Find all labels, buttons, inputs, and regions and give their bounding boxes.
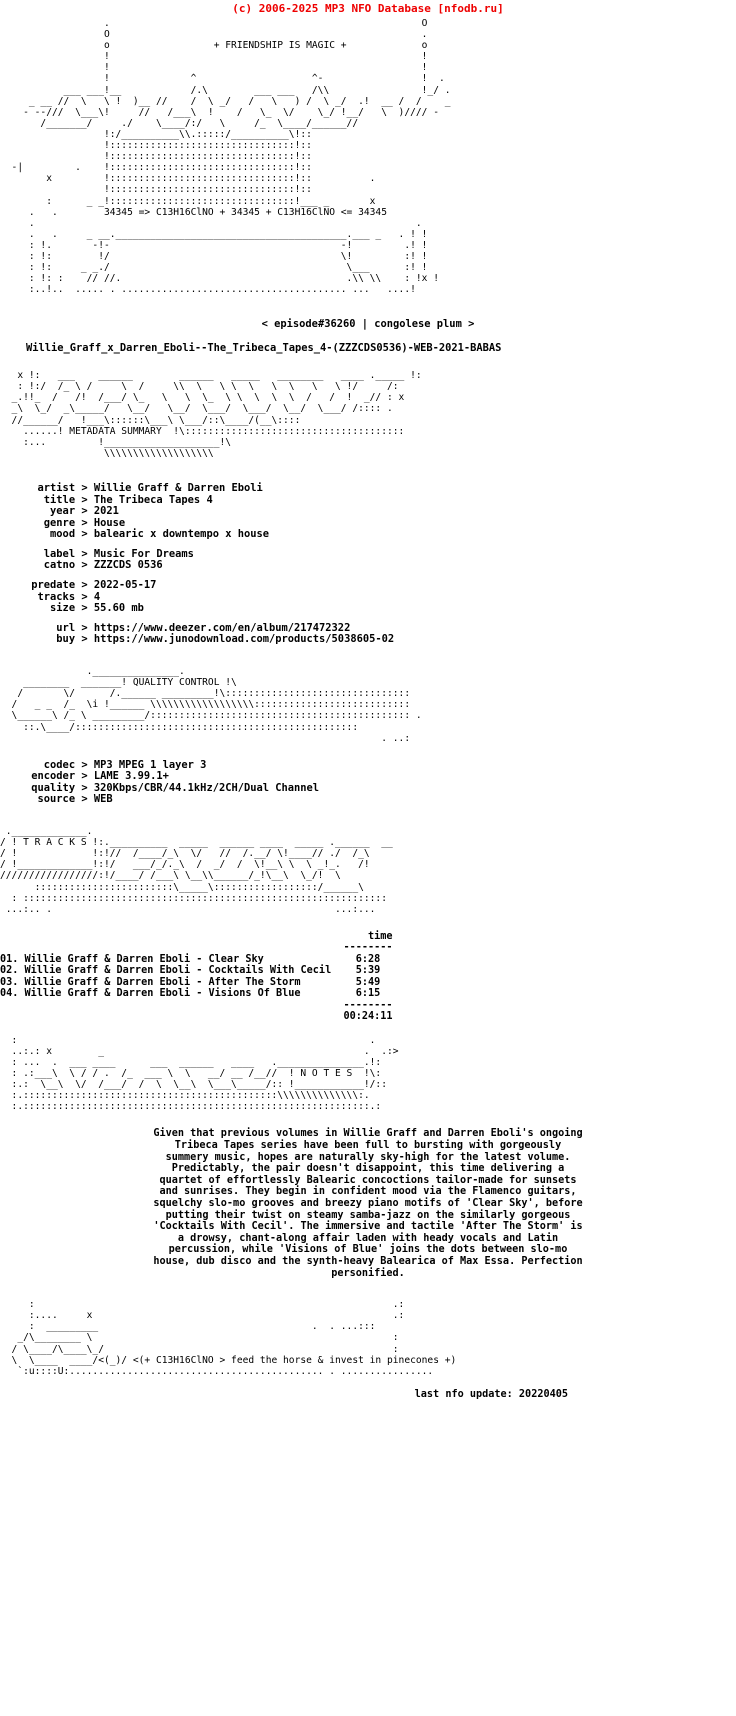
quality-fields: codec > MP3 MPEG 1 layer 3 encoder > LAM…: [31, 758, 320, 806]
track-listing: time -------- 01. Willie Graff & Darren …: [0, 930, 393, 1023]
metadata-links-group[interactable]: url > https://www.deezer.com/en/album/21…: [56, 621, 395, 646]
notes-text: Given that previous volumes in Willie Gr…: [153, 1128, 583, 1279]
top-ascii-banner: . O O . o + FRIENDSHIP IS MAGIC +: [11, 18, 451, 207]
formula-ascii-banner: . . 34345 => C13H16ClNO + 34345 + C13H16…: [28, 206, 439, 296]
episode-line: < episode#36260 | congolese plum >: [261, 318, 475, 331]
metadata-fields-group-2: label > Music For Dreams catno > ZZZCDS …: [43, 547, 194, 572]
last-update-line: last nfo update: 20220405: [414, 1388, 568, 1400]
footer-ascii-banner: : .: :.... x .: : _________ . . ...:: [11, 1299, 457, 1377]
notes-banner: : . ..:.: x _ . .:> : ... . ___ ____ ___…: [11, 1034, 399, 1113]
metadata-fields-group-1: artist > Willie Graff & Darren Eboli tit…: [37, 481, 269, 541]
tracks-banner: ._____________. / ! T R A C K S !:._____…: [0, 826, 393, 915]
nfo-page: (c) 2006-2025 MP3 NFO Database [nfodb.ru…: [0, 2, 583, 1400]
metadata-summary-banner: x !: ___ ______ ______ _____ ________ __…: [11, 370, 422, 459]
release-name: Willie_Graff_x_Darren_Eboli--The_Tribeca…: [26, 341, 502, 354]
site-copyright-header: (c) 2006-2025 MP3 NFO Database [nfodb.ru…: [232, 2, 504, 15]
metadata-fields-group-3: predate > 2022-05-17 tracks > 4 size > 5…: [31, 579, 157, 615]
quality-control-banner: ._______________. ________ _______! QUAL…: [11, 666, 422, 744]
